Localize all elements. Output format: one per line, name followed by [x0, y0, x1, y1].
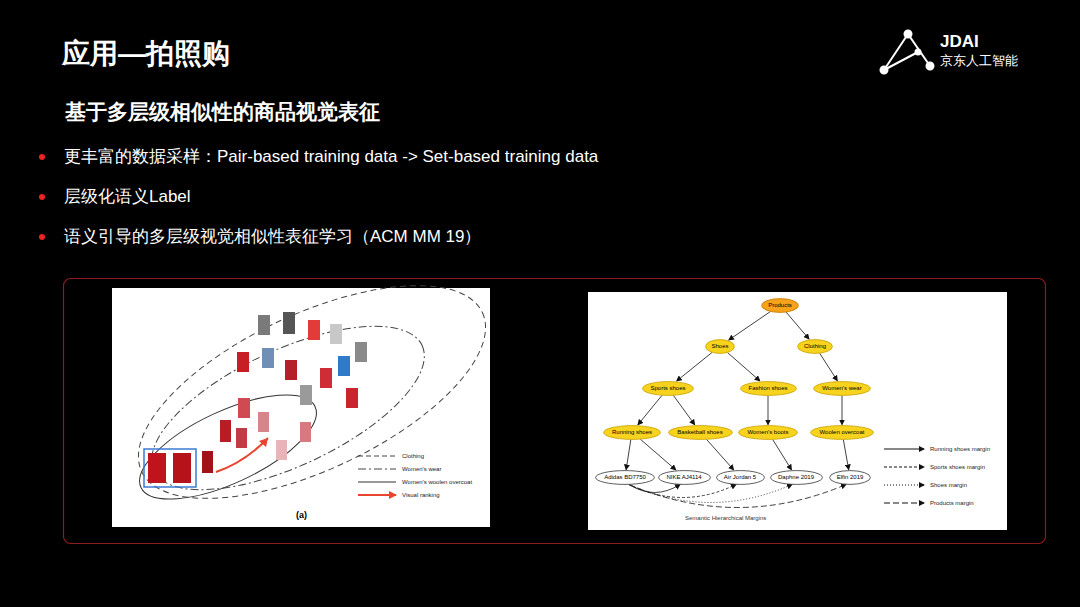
- legend-text: Sports shoes margin: [929, 463, 986, 471]
- node-label: Sports shoes: [650, 385, 685, 392]
- tree-edge: [786, 312, 809, 339]
- node-label: Woolen overcoat: [820, 429, 865, 436]
- node-ellipse: [706, 339, 735, 353]
- legend-sample: [884, 503, 924, 504]
- node-label: Elfin 2019: [837, 474, 864, 481]
- legend-sample: [884, 449, 924, 450]
- node-ellipse: [668, 425, 732, 439]
- legend-text: Shoes margin: [929, 481, 968, 489]
- node-ellipse: [798, 339, 833, 353]
- tree-node: Clothing: [797, 339, 833, 354]
- tree-node: Air Jordan 5: [716, 470, 765, 485]
- legend-sample: [884, 485, 924, 486]
- margin-arc: [629, 485, 792, 503]
- tree-edge: [820, 353, 838, 380]
- figure-ground: [588, 292, 1007, 530]
- node-ellipse: [830, 470, 871, 484]
- subtitle: 基于多层级相似性的商品视觉表征: [65, 99, 380, 125]
- node-label: Women's wear: [822, 385, 861, 392]
- legend-text: Women's woolen overcoat: [401, 478, 473, 486]
- legend-text: Running shoes margin: [929, 445, 991, 453]
- legend-text: Visual ranking: [401, 491, 441, 499]
- tree-node: NIKE AJ4114: [658, 470, 711, 485]
- logo-text: JDAI: [940, 32, 979, 52]
- node-ellipse: [658, 470, 710, 484]
- node-ellipse: [739, 425, 798, 439]
- node-label: Shoes: [711, 343, 728, 350]
- bullet-dot: [39, 154, 45, 160]
- tree-node: Running shoes: [603, 425, 661, 440]
- tree-node: Shoes: [705, 339, 735, 354]
- node-ellipse: [604, 425, 661, 439]
- tree-edge: [707, 439, 734, 469]
- tree-node: Products: [761, 298, 799, 313]
- tree-edge: [626, 439, 631, 469]
- tree-node: Fashion shoes: [740, 381, 797, 396]
- bullet-text: 层级化语义Label: [64, 186, 191, 208]
- node-ellipse: [811, 425, 874, 439]
- tree-edge: [673, 395, 694, 424]
- legend-text: Clothing: [401, 452, 425, 460]
- tree-edge: [843, 439, 848, 469]
- node-label: Products: [768, 302, 792, 309]
- tree-edge: [640, 439, 675, 470]
- node-label: NIKE AJ4114: [666, 474, 701, 481]
- tree-node: Elfin 2019: [829, 470, 871, 485]
- node-ellipse: [643, 381, 694, 395]
- figure-caption: Semantic Hierarchical Margins: [684, 515, 767, 522]
- node-label: Basketball shoes: [677, 429, 722, 436]
- margin-arc: [629, 485, 680, 493]
- node-label: Clothing: [804, 343, 826, 350]
- set-illustration: [109, 242, 516, 542]
- node-label: Women's boots: [747, 429, 788, 436]
- figure-label: (a): [296, 510, 307, 521]
- node-ellipse: [716, 470, 764, 484]
- legend-sample: [358, 469, 396, 470]
- node-ellipse: [770, 470, 822, 484]
- margin-arc: [629, 485, 846, 508]
- tree-edge: [773, 439, 792, 469]
- margin-arc: [629, 485, 736, 498]
- tree-node: Daphne 2019: [770, 470, 823, 485]
- legend-text: Women's wear: [401, 465, 442, 473]
- tree-edge: [842, 396, 843, 425]
- bullet-dot: [39, 194, 45, 200]
- bullet-dot: [39, 234, 45, 240]
- node-ellipse: [596, 470, 655, 484]
- node-label: Adidas BD7750: [604, 474, 646, 481]
- bullet-text: 更丰富的数据采样：Pair-based training data -> Set…: [64, 146, 598, 168]
- node-ellipse: [814, 381, 871, 395]
- legend-sample: [884, 467, 924, 468]
- tree-edge: [727, 353, 759, 381]
- node-label: Daphne 2019: [778, 474, 814, 481]
- node-label: Running shoes: [612, 429, 652, 436]
- node-label: Fashion shoes: [748, 385, 787, 392]
- node-ellipse: [762, 298, 799, 312]
- bullet-text: 语义引导的多层级视觉相似性表征学习（ACM MM 19）: [64, 226, 481, 248]
- tree-node: Sports shoes: [642, 381, 694, 396]
- tree-edge: [638, 395, 662, 424]
- tree-node: Basketball shoes: [668, 425, 733, 440]
- tree-node: Woolen overcoat: [810, 425, 874, 440]
- tree-node: Women's wear: [813, 381, 871, 396]
- legend-sample: [358, 494, 396, 496]
- legend-text: Products margin: [929, 499, 975, 507]
- figure-panel: [64, 279, 1046, 544]
- node-label: Air Jordan 5: [724, 474, 756, 481]
- slide-title: 应用—拍照购: [62, 37, 230, 71]
- legend-sample: [358, 482, 396, 483]
- tree-edge: [677, 352, 712, 381]
- tree-node: Women's boots: [738, 425, 798, 440]
- tree-node: Adidas BD7750: [595, 470, 655, 485]
- logo-text: 京东人工智能: [940, 53, 1018, 69]
- tree-edge: [729, 311, 771, 339]
- tree-edge: [768, 396, 769, 425]
- node-ellipse: [740, 381, 796, 395]
- logo-mark: [881, 31, 934, 74]
- legend-sample: [358, 456, 396, 457]
